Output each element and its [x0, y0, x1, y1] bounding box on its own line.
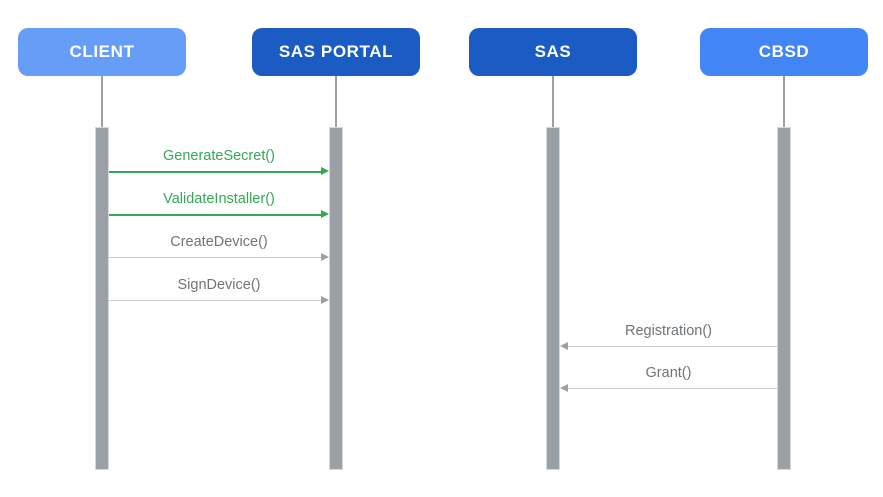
actor-box-cbsd: CBSD [700, 28, 868, 76]
actor-box-sas-portal: SAS PORTAL [252, 28, 420, 76]
message-line-grant [568, 388, 777, 389]
arrow-left-icon [560, 342, 568, 350]
message-line-registration [568, 346, 777, 347]
activation-bar-sas [546, 127, 560, 470]
lifeline-client [101, 76, 103, 128]
message-line-validate-installer [109, 214, 321, 216]
lifeline-sas [552, 76, 554, 128]
activation-bar-client [95, 127, 109, 470]
arrow-left-icon [560, 384, 568, 392]
message-label-generate-secret: GenerateSecret() [162, 148, 276, 164]
message-line-sign-device [109, 300, 321, 301]
arrow-right-icon [321, 210, 329, 218]
activation-bar-sas-portal [329, 127, 343, 470]
actor-label-sas: SAS [534, 42, 572, 61]
actor-box-client: CLIENT [18, 28, 186, 76]
actor-label-cbsd: CBSD [758, 42, 810, 61]
message-label-create-device: CreateDevice() [170, 234, 268, 250]
message-label-validate-installer: ValidateInstaller() [163, 191, 275, 207]
arrow-right-icon [321, 296, 329, 304]
arrow-right-icon [321, 253, 329, 261]
actor-label-client: CLIENT [69, 42, 135, 61]
arrow-right-icon [321, 167, 329, 175]
message-label-sign-device: SignDevice() [177, 277, 261, 293]
message-line-create-device [109, 257, 321, 258]
lifeline-cbsd [783, 76, 785, 128]
message-label-grant: Grant() [645, 365, 692, 381]
message-line-generate-secret [109, 171, 321, 173]
lifeline-sas-portal [335, 76, 337, 128]
actor-box-sas: SAS [469, 28, 637, 76]
activation-bar-cbsd [777, 127, 791, 470]
message-label-registration: Registration() [624, 323, 713, 339]
actor-label-sas-portal: SAS PORTAL [278, 42, 394, 61]
